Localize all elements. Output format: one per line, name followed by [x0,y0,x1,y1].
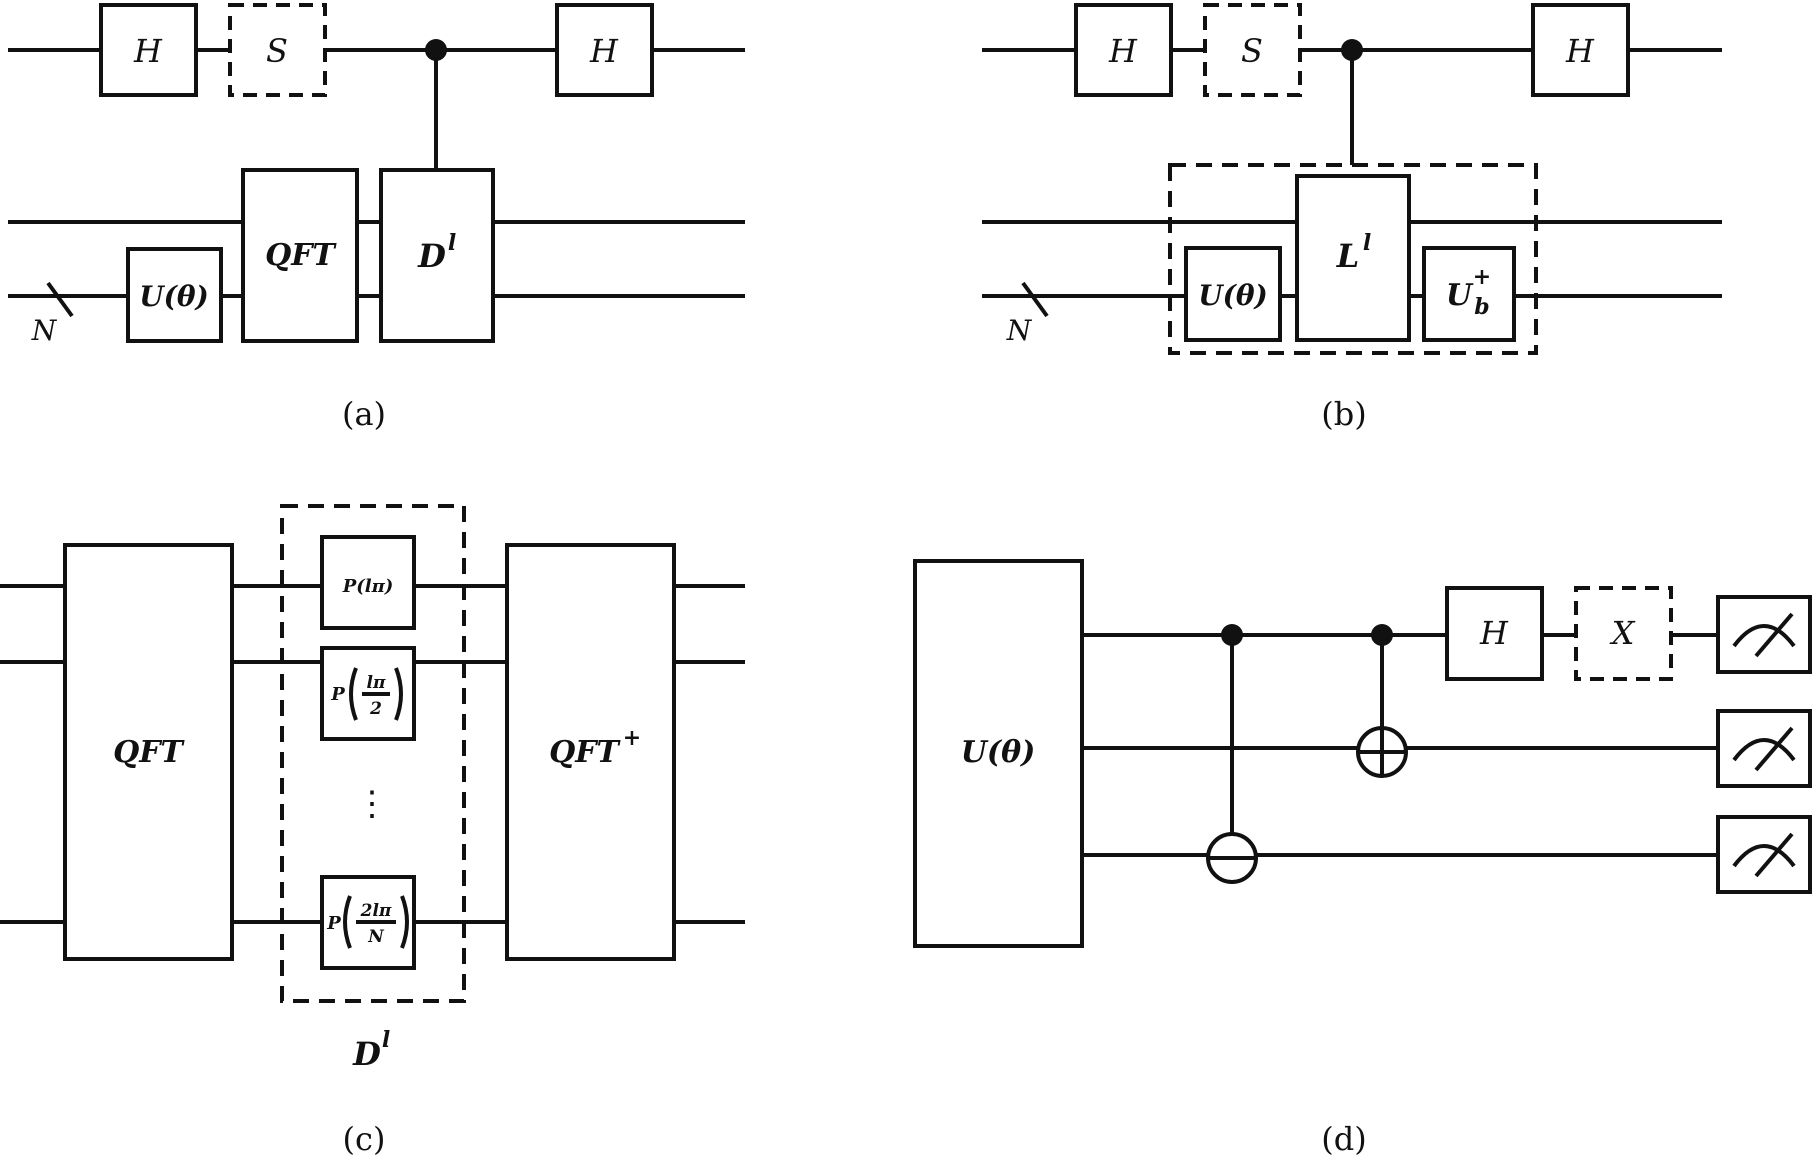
panel-c: QFT P(lπ) P lπ 2 ⋮ P 2lπ N QFT + D l (c) [0,504,745,1158]
gate-qft-a-label: QFT [265,238,337,273]
gate-qft-inverse-c-superscript: + [623,725,641,751]
phase-gate-1-label: P(lπ) [342,576,394,597]
control-dot-b [1341,39,1363,61]
caption-d: (d) [1321,1120,1366,1158]
gate-h-d [1445,586,1544,681]
gate-h-b-1 [1074,3,1173,97]
phase-gate-2-denominator: 2 [369,699,382,719]
gate-h-d-label: H [1479,614,1509,652]
meter-1-needle [1754,612,1794,658]
phase-block-frame-c [280,504,466,1003]
panel-d: U(θ) H X (d) [913,559,1812,1158]
gate-h-a-2-label: H [589,32,619,70]
controlled-block-frame-b [1168,163,1538,355]
phase-gate-3-numerator: 2lπ [360,901,392,921]
register-label-b: N [1006,314,1033,347]
gate-l-b [1295,174,1411,342]
gate-ub-b-label: U [1446,278,1474,313]
meter-3-needle [1754,832,1794,878]
measurement-meter-2 [1716,709,1812,788]
phase-gate-3-denominator: N [367,927,385,947]
gate-u-b-label: U(θ) [1198,279,1268,312]
gate-x-d-label: X [1609,614,1636,652]
control-dot-a [425,39,447,61]
gate-ub-b-superscript: + [1473,264,1491,290]
register-label-a: N [31,314,58,347]
gate-d-a-label: D [417,237,446,275]
panel-b: N H S H U(θ) L l U + b (b) [982,3,1722,433]
measurement-meter-3 [1716,815,1812,894]
block-label-c: D [352,1035,381,1073]
meter-1-box [1716,595,1812,674]
phase-gate-2-left-paren [349,667,358,721]
caption-b: (b) [1321,395,1366,433]
phase-gate-1 [320,535,416,630]
vdots: ⋮ [355,784,389,824]
gate-l-b-label: L [1336,237,1360,275]
register-slash-b [1021,281,1049,318]
gate-qft-inverse-c-label: QFT [549,735,621,770]
gate-s-a [228,3,327,97]
gate-d-a [379,168,495,343]
gate-ub-b [1422,246,1516,342]
gate-h-a-1-label: H [133,32,163,70]
meter-1-arc [1732,624,1796,648]
phase-gate-3-right-paren [400,895,409,949]
gate-u-a [126,247,223,343]
phase-gate-3-left-paren [343,895,352,949]
gate-qft-c [63,543,234,961]
phase-gate-2-right-paren [394,667,403,721]
gate-u-a-label: U(θ) [139,280,209,313]
gate-h-b-1-label: H [1108,32,1138,70]
gate-l-b-superscript: l [1363,230,1371,256]
caption-c: (c) [343,1120,386,1158]
gate-u-d [913,559,1084,948]
gate-s-b-label: S [1241,32,1263,70]
gate-qft-inverse-c [505,543,676,961]
cnot-2-control-dot [1371,624,1393,646]
caption-a: (a) [342,395,386,433]
meter-2-box [1716,709,1812,788]
panel-a: N H S H U(θ) QFT D l (a) [8,3,745,433]
gate-s-a-label: S [266,32,288,70]
phase-gate-2-p: P [330,684,345,705]
register-slash-a [46,281,74,318]
gate-ub-b-subscript: b [1474,294,1489,320]
meter-3-box [1716,815,1812,894]
gate-qft-c-label: QFT [113,735,185,770]
meter-2-needle [1754,726,1794,772]
gate-h-a-2 [555,3,654,97]
phase-gate-3-p: P [326,913,341,934]
meter-2-arc [1732,738,1796,762]
gate-u-d-label: U(θ) [961,735,1036,770]
gate-s-b [1203,3,1302,97]
gate-x-d [1574,586,1673,681]
measurement-meter-1 [1716,595,1812,674]
phase-gate-2-numerator: lπ [367,673,386,693]
gate-qft-a [241,168,359,343]
gate-h-b-2 [1531,3,1630,97]
gate-h-b-2-label: H [1565,32,1595,70]
block-label-c-superscript: l [382,1027,390,1053]
gate-d-a-superscript: l [448,230,456,256]
meter-3-arc [1732,844,1796,868]
gate-u-b [1184,246,1282,342]
gate-h-a-1 [99,3,198,97]
cnot-1-control-dot [1221,624,1243,646]
